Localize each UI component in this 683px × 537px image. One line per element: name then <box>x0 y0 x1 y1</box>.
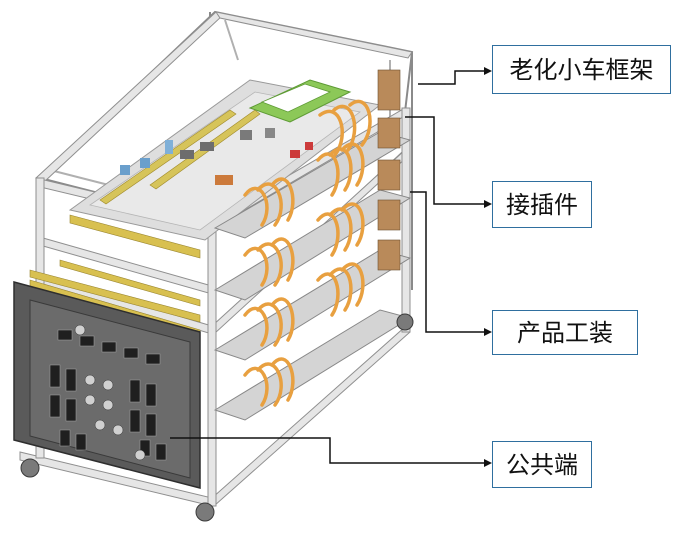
leader-line-product <box>410 191 486 333</box>
label-aging-cart-frame: 老化小车框架 <box>492 45 671 94</box>
leader-arrow-frame <box>484 67 492 75</box>
label-product-fixture: 产品工装 <box>492 310 638 355</box>
leader-arrow-connector <box>484 200 492 208</box>
front-panel <box>13 281 201 489</box>
label-common-end: 公共端 <box>492 441 592 488</box>
leader-arrow-common <box>484 459 492 467</box>
wheels <box>20 313 414 522</box>
label-connector: 接插件 <box>492 181 592 228</box>
leader-arrow-product <box>484 328 492 336</box>
leader-line-common <box>170 437 486 464</box>
leader-lines <box>170 67 492 467</box>
orange-cables <box>243 99 372 407</box>
leader-line-frame <box>418 70 486 85</box>
right-connector-column <box>377 69 401 271</box>
aging-cart-illustration <box>13 10 414 522</box>
top-board <box>68 79 382 241</box>
leader-line-connector <box>405 116 486 205</box>
